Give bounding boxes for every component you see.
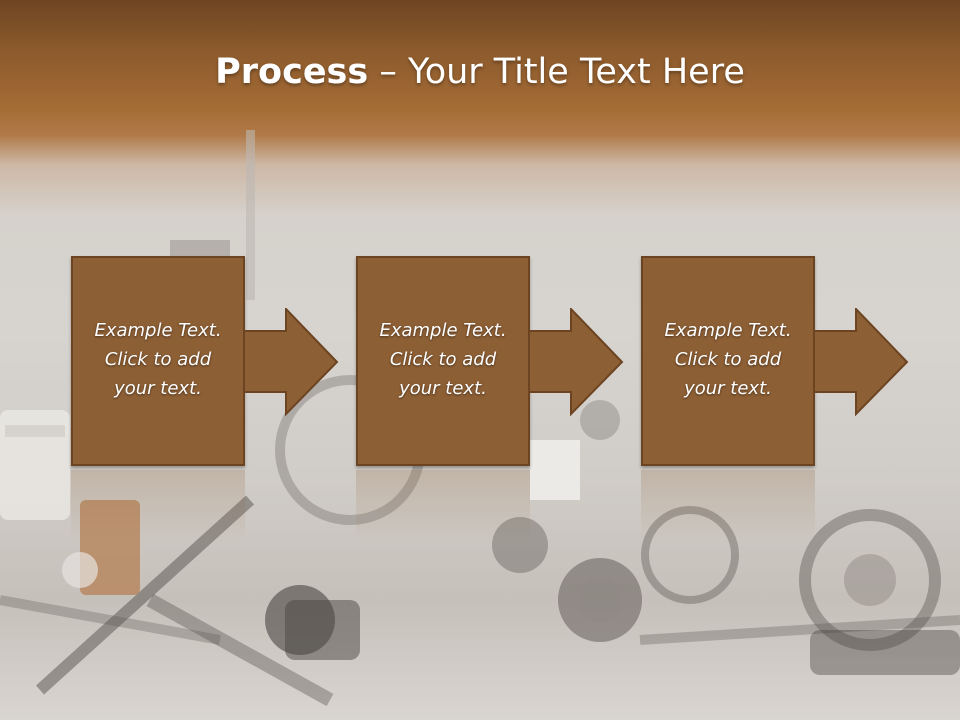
step-3-text[interactable]: Example Text. Click to add your text.	[664, 320, 792, 399]
arrow-right-icon	[529, 308, 624, 416]
process-step-2[interactable]: Example Text. Click to add your text.	[356, 256, 530, 466]
title-bold-text: Process	[215, 52, 369, 92]
slide-title: Process – Your Title Text Here	[0, 52, 960, 92]
arrow-right-icon	[814, 308, 909, 416]
title-rest-text: – Your Title Text Here	[368, 52, 745, 92]
step-2-reflection	[356, 470, 530, 540]
step-1-text[interactable]: Example Text. Click to add your text.	[94, 320, 222, 399]
process-step-1[interactable]: Example Text. Click to add your text.	[71, 256, 245, 466]
step-2-text[interactable]: Example Text. Click to add your text.	[379, 320, 507, 399]
step-1-reflection	[71, 470, 245, 540]
process-step-3[interactable]: Example Text. Click to add your text.	[641, 256, 815, 466]
step-3-reflection	[641, 470, 815, 540]
arrow-right-icon	[244, 308, 339, 416]
